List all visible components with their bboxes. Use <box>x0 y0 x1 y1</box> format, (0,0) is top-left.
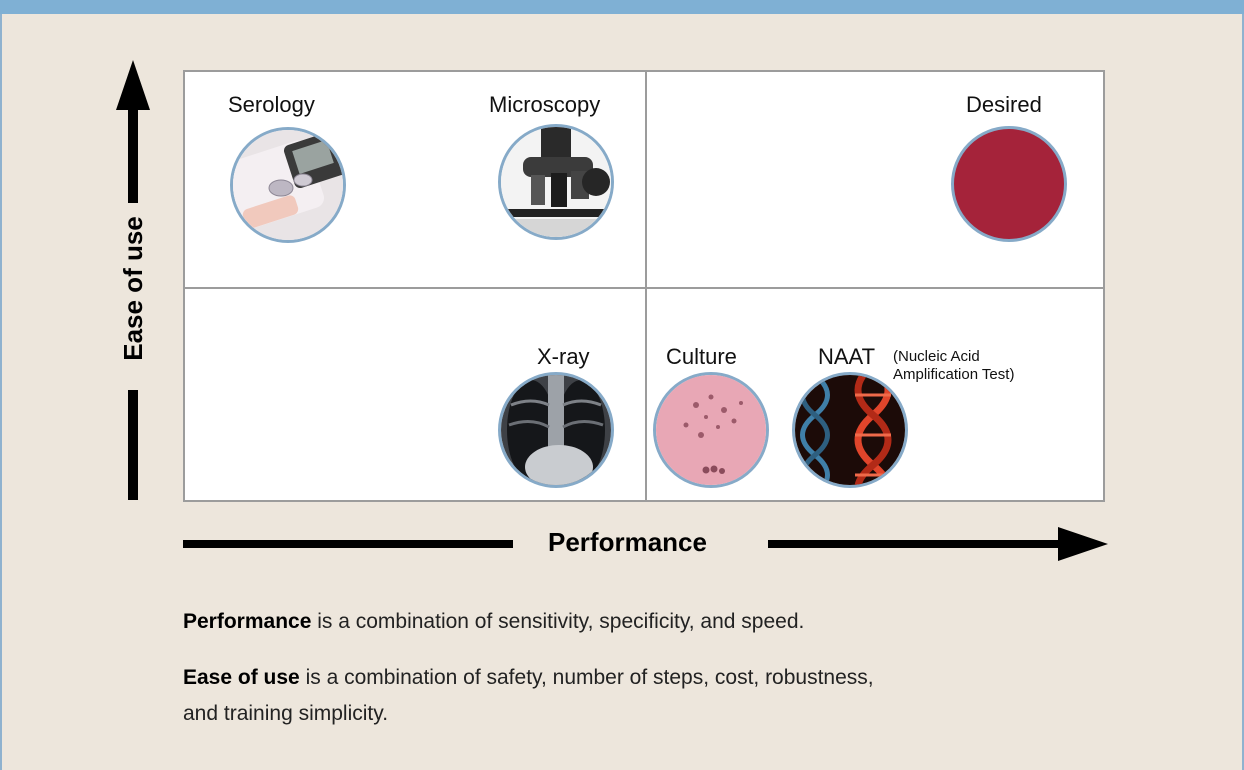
xray-image <box>498 372 614 488</box>
performance-note: Performance is a combination of sensitiv… <box>183 604 1083 640</box>
naat-label: NAAT <box>818 344 876 369</box>
x-axis-arrow <box>183 527 1108 561</box>
quadrant-grid <box>183 70 1105 502</box>
horizontal-divider <box>185 287 1103 289</box>
vertical-divider <box>645 72 647 500</box>
x-axis-label: Performance <box>548 527 707 557</box>
desired-circle <box>951 126 1067 242</box>
performance-definition: is a combination of sensitivity, specifi… <box>311 610 805 633</box>
culture-image <box>653 372 769 488</box>
desired-label: Desired <box>966 92 1042 117</box>
culture-label: Culture <box>666 344 737 369</box>
ease-note: Ease of use is a combination of safety, … <box>183 660 903 732</box>
y-axis-label: Ease of use <box>117 215 148 361</box>
microscopy-image <box>498 124 614 240</box>
performance-term: Performance <box>183 610 312 633</box>
serology-image <box>230 127 346 243</box>
y-axis-arrow <box>116 60 150 500</box>
ease-definition: is a combination of safety, number of st… <box>183 666 874 725</box>
naat-sublabel: (Nucleic Acid Amplification Test) <box>893 348 1015 383</box>
microscopy-label: Microscopy <box>489 92 601 117</box>
ease-term: Ease of use <box>183 666 300 689</box>
serology-label: Serology <box>228 92 315 117</box>
top-bar <box>0 0 1244 14</box>
naat-image <box>792 372 908 488</box>
xray-label: X-ray <box>537 344 590 369</box>
